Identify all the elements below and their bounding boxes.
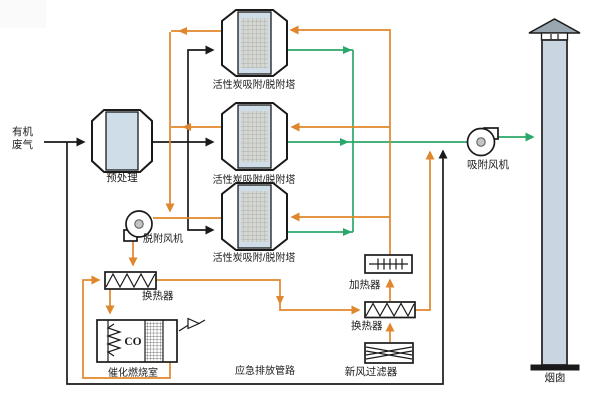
pipe-hxl-to-hxr (156, 279, 361, 315)
arrow-orange-tower1-out (178, 27, 187, 35)
arrow-green-tower3 (343, 228, 352, 236)
pipe-chamber-loop (82, 275, 171, 379)
carbon-tower-1-icon (221, 9, 288, 77)
pipe-emergency-bypass (66, 142, 448, 385)
emergency-pipeline-label: 应急排放管路 (235, 366, 295, 377)
heat-exchanger-right-label: 换热器 (351, 320, 383, 332)
pipe-to-tower3 (187, 142, 215, 235)
arrow-orange-tower2-out (182, 123, 191, 131)
pipe-to-tower1 (187, 45, 215, 142)
tower-1-label: 活性炭吸附/脱附塔 (212, 80, 296, 91)
tower-2-label: 活性炭吸附/脱附塔 (212, 175, 296, 186)
fresh-air-filter-label: 新风过滤器 (344, 366, 398, 378)
arrow-green-tower1 (343, 46, 352, 54)
desorption-fan-label: 脱附风机 (143, 234, 183, 245)
heater-label: 加热器 (349, 279, 381, 291)
pipe-hxr-to-main (415, 150, 435, 311)
pretreatment-vessel-icon (91, 109, 153, 173)
adsorption-fan-label: 吸附风机 (467, 159, 509, 171)
fresh-air-filter-icon (364, 342, 414, 364)
heat-exchanger-left-icon (104, 271, 157, 290)
co-label: CO (124, 336, 141, 348)
heat-exchanger-right-icon (364, 301, 416, 319)
arrow-orange-down (276, 296, 284, 305)
catalytic-chamber-icon: CO (96, 319, 178, 363)
heat-exchanger-left-label: 换热器 (142, 290, 174, 302)
desorption-fan-icon (123, 210, 153, 242)
carbon-tower-2-icon (221, 102, 288, 171)
catalytic-chamber-label: 催化燃烧室 (108, 368, 158, 379)
tower-3-label: 活性炭吸附/脱附塔 (212, 253, 296, 264)
heater-icon (364, 254, 413, 274)
carbon-tower-3-icon (221, 182, 288, 251)
corner-artifact (0, 0, 46, 28)
pretreatment-label: 预处理 (106, 172, 138, 184)
input-gas-label: 有机 废气 (12, 126, 33, 151)
chimney-icon (528, 18, 581, 371)
pipe-hotair-supply (289, 25, 391, 256)
chimney-label: 烟囱 (544, 372, 566, 384)
arrow-green-tower2 (340, 138, 349, 146)
burner-icon (178, 317, 206, 332)
adsorption-fan-icon (466, 127, 499, 157)
